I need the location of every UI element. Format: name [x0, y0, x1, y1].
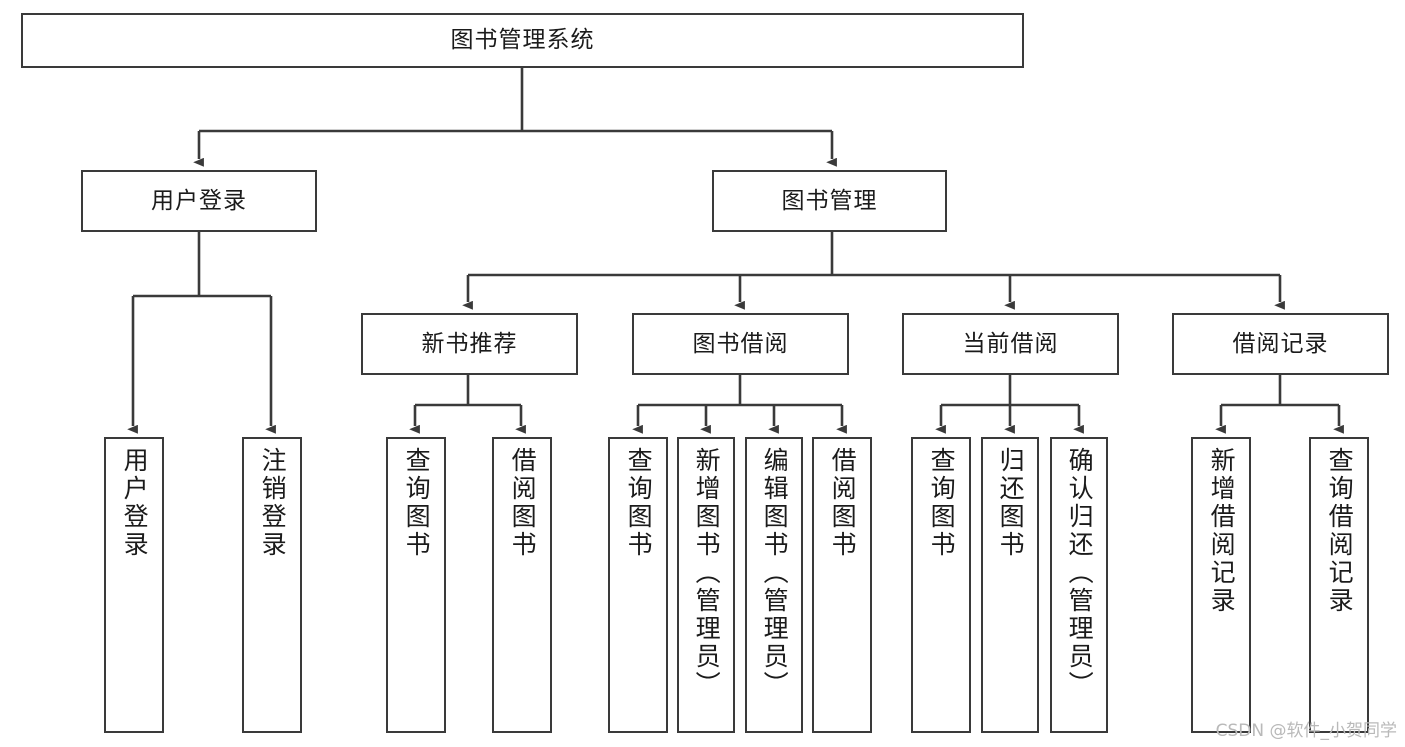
- leaf-recommend-query-book[interactable]: 查询图书: [386, 437, 446, 733]
- node-user-login[interactable]: 用户登录: [81, 170, 317, 232]
- node-root-system[interactable]: 图书管理系统: [21, 13, 1024, 68]
- leaf-current-confirm-return[interactable]: 确认归还（管理员）: [1050, 437, 1108, 733]
- leaf-record-add[interactable]: 新增借阅记录: [1191, 437, 1251, 733]
- leaf-current-return-book[interactable]: 归还图书: [981, 437, 1039, 733]
- node-label: 注销登录: [258, 447, 288, 559]
- node-label: 图书管理: [781, 187, 878, 214]
- node-label: 用户登录: [151, 187, 247, 214]
- node-label: 当前借阅: [962, 330, 1059, 357]
- leaf-borrow-query-book[interactable]: 查询图书: [608, 437, 668, 733]
- node-label: 查询图书: [927, 447, 957, 559]
- node-label: 确认归还（管理员）: [1065, 447, 1095, 699]
- leaf-borrow-edit-book[interactable]: 编辑图书（管理员）: [745, 437, 803, 733]
- leaf-recommend-borrow-book[interactable]: 借阅图书: [492, 437, 552, 733]
- node-label: 归还图书: [996, 447, 1026, 559]
- leaf-user-login[interactable]: 用户登录: [104, 437, 164, 733]
- node-book-management[interactable]: 图书管理: [712, 170, 947, 232]
- leaf-current-query-book[interactable]: 查询图书: [911, 437, 971, 733]
- leaf-borrow-borrow-book[interactable]: 借阅图书: [812, 437, 872, 733]
- node-label: 图书借阅: [692, 330, 789, 357]
- node-label: 新书推荐: [421, 330, 518, 357]
- leaf-borrow-add-book[interactable]: 新增图书（管理员）: [677, 437, 735, 733]
- node-borrow-record[interactable]: 借阅记录: [1172, 313, 1389, 375]
- node-label: 借阅图书: [508, 447, 538, 559]
- node-label: 查询图书: [402, 447, 432, 559]
- node-current-borrow[interactable]: 当前借阅: [902, 313, 1119, 375]
- node-label: 借阅记录: [1232, 330, 1329, 357]
- node-label: 编辑图书（管理员）: [760, 447, 790, 699]
- node-label: 查询借阅记录: [1325, 447, 1355, 615]
- node-label: 新增图书（管理员）: [692, 447, 722, 699]
- node-label: 借阅图书: [828, 447, 858, 559]
- node-label: 查询图书: [624, 447, 654, 559]
- node-book-borrow[interactable]: 图书借阅: [632, 313, 849, 375]
- leaf-user-logout[interactable]: 注销登录: [242, 437, 302, 733]
- node-label: 图书管理系统: [450, 27, 595, 54]
- node-label: 用户登录: [120, 447, 150, 559]
- leaf-record-query[interactable]: 查询借阅记录: [1309, 437, 1369, 733]
- node-new-book-recommend[interactable]: 新书推荐: [361, 313, 578, 375]
- node-label: 新增借阅记录: [1207, 447, 1237, 615]
